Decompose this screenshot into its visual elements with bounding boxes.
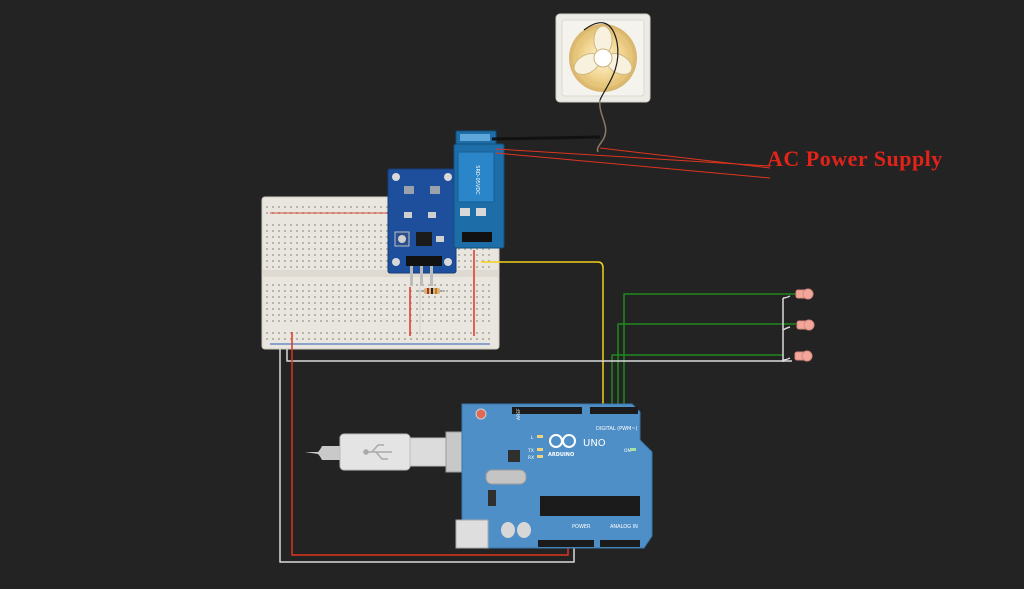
wire-ac-black: [491, 135, 601, 141]
digital-label: DIGITAL (PWM~): [596, 426, 638, 432]
wire-green-2: [617, 323, 796, 410]
brand-label: ARDUINO: [548, 452, 574, 458]
wire-ac-red-3: [599, 147, 771, 169]
wire-ac-red-1: [495, 148, 771, 167]
svg-text:AREF: AREF: [516, 408, 522, 420]
svg-text:L: L: [531, 435, 534, 441]
wire-yellow-signal: [481, 261, 604, 410]
wire-green-1: [611, 354, 783, 410]
ac-power-supply-label: AC Power Supply: [767, 146, 943, 171]
wire-ac-red-2: [495, 152, 771, 179]
wire-gnd-white-long: [279, 349, 575, 563]
analog-label: ANALOG IN: [610, 524, 638, 530]
wire-gnd-white: [286, 349, 792, 362]
wires: [279, 135, 799, 563]
svg-text:ON: ON: [624, 448, 631, 454]
svg-text:SRD-05VDC: SRD-05VDC: [474, 165, 480, 195]
led-1[interactable]: [795, 288, 814, 300]
model-label: UNO: [583, 438, 606, 449]
resistor[interactable]: [417, 288, 445, 294]
led-3[interactable]: [794, 350, 813, 362]
usb-cable[interactable]: [305, 431, 487, 473]
fan-blades-icon: [573, 25, 633, 75]
status-leds: L TX RX ON: [527, 435, 636, 461]
svg-text:RX: RX: [528, 455, 534, 461]
arduino-uno[interactable]: AREF DIGITAL (PWM~) ARDUINO UNO L TX RX …: [455, 403, 653, 549]
sensor-module[interactable]: [387, 168, 457, 286]
led-2[interactable]: [796, 319, 815, 331]
wire-led-common: [782, 295, 791, 362]
arduino-infinity-logo: [549, 434, 576, 448]
wire-5v-red: [291, 332, 569, 556]
exhaust-fan[interactable]: [555, 13, 651, 153]
svg-text:TX: TX: [527, 448, 534, 454]
led-array[interactable]: [794, 288, 815, 362]
usb-icon: [363, 444, 392, 460]
relay-module[interactable]: SRD-05VDC: [453, 130, 505, 249]
wire-green-3: [623, 293, 799, 410]
power-label: POWER: [572, 524, 591, 530]
